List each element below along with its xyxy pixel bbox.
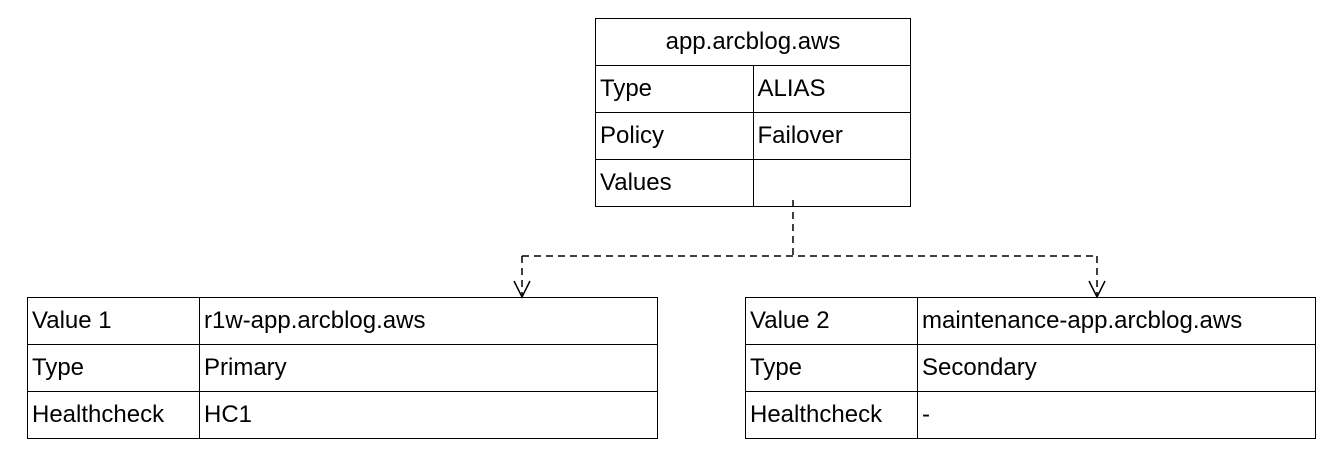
- value2-value-type: Secondary: [917, 344, 1316, 392]
- value2-key-name: Value 2: [745, 297, 918, 345]
- value1-value-healthcheck: HC1: [199, 391, 658, 439]
- value1-value-type: Primary: [199, 344, 658, 392]
- record-name: app.arcblog.aws: [595, 18, 911, 66]
- value2-value-name: maintenance-app.arcblog.aws: [917, 297, 1316, 345]
- value1-record-table: Value 1 r1w-app.arcblog.aws Type Primary…: [27, 297, 658, 439]
- record-value-values: [752, 159, 911, 207]
- value1-value-name: r1w-app.arcblog.aws: [199, 297, 658, 345]
- value2-row-type: Type Secondary: [745, 344, 1316, 392]
- value2-key-type: Type: [745, 344, 918, 392]
- record-key-type: Type: [595, 65, 754, 113]
- record-title-row: app.arcblog.aws: [595, 18, 911, 66]
- value2-value-healthcheck: -: [917, 391, 1316, 439]
- record-row-values: Values: [595, 159, 911, 207]
- value1-key-healthcheck: Healthcheck: [27, 391, 200, 439]
- value2-key-healthcheck: Healthcheck: [745, 391, 918, 439]
- record-row-type: Type ALIAS: [595, 65, 911, 113]
- record-key-values: Values: [595, 159, 754, 207]
- value2-row-healthcheck: Healthcheck -: [745, 391, 1316, 439]
- value1-key-type: Type: [27, 344, 200, 392]
- value1-row-type: Type Primary: [27, 344, 658, 392]
- parent-record-table: app.arcblog.aws Type ALIAS Policy Failov…: [595, 18, 911, 207]
- value2-row-name: Value 2 maintenance-app.arcblog.aws: [745, 297, 1316, 345]
- value1-row-name: Value 1 r1w-app.arcblog.aws: [27, 297, 658, 345]
- value1-key-name: Value 1: [27, 297, 200, 345]
- value1-row-healthcheck: Healthcheck HC1: [27, 391, 658, 439]
- value2-record-table: Value 2 maintenance-app.arcblog.aws Type…: [745, 297, 1316, 439]
- record-value-type: ALIAS: [752, 65, 911, 113]
